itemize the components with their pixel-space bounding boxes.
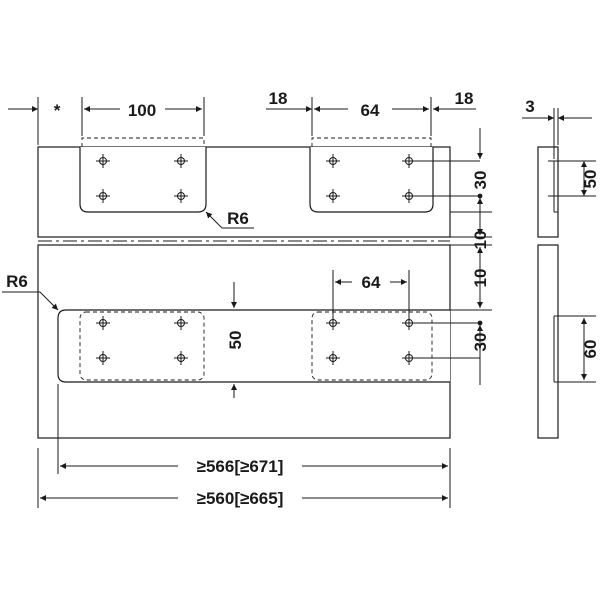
dim-64-middle: 64 (362, 273, 381, 292)
dim-width-566: ≥566[≥671] (197, 457, 284, 476)
lower-panel (37, 244, 451, 439)
radius-leaders (2, 211, 254, 311)
dim-64-top: 64 (361, 101, 380, 120)
side-view (537, 146, 559, 439)
dim-50-side: 50 (581, 170, 600, 189)
right-top-pocket (309, 147, 434, 213)
lower-pocket (57, 309, 450, 383)
dim-10-a: 10 (471, 231, 490, 250)
drill-holes (96, 154, 483, 365)
dim-100: 100 (128, 101, 156, 120)
asterisk-label: * (54, 101, 61, 120)
dim-30-top: 30 (471, 171, 490, 190)
dim-10-b: 10 (471, 269, 490, 288)
top-dimensions (8, 97, 476, 145)
dim-18-right: 18 (455, 89, 474, 108)
bottom-dimensions (37, 384, 451, 508)
dim-3-side: 3 (525, 97, 534, 116)
right-dimensions (450, 128, 492, 385)
left-top-pocket (79, 147, 207, 213)
dim-18-left: 18 (269, 89, 288, 108)
side-dimensions (522, 108, 596, 383)
dim-60-side: 60 (581, 340, 600, 359)
dim-30-bottom: 30 (471, 333, 490, 352)
dim-width-560: ≥560[≥665] (197, 489, 284, 508)
radius-label-top: R6 (227, 209, 249, 228)
radius-label-bottom: R6 (6, 272, 28, 291)
middle-dimensions (206, 270, 410, 398)
dim-50-middle: 50 (226, 331, 245, 350)
